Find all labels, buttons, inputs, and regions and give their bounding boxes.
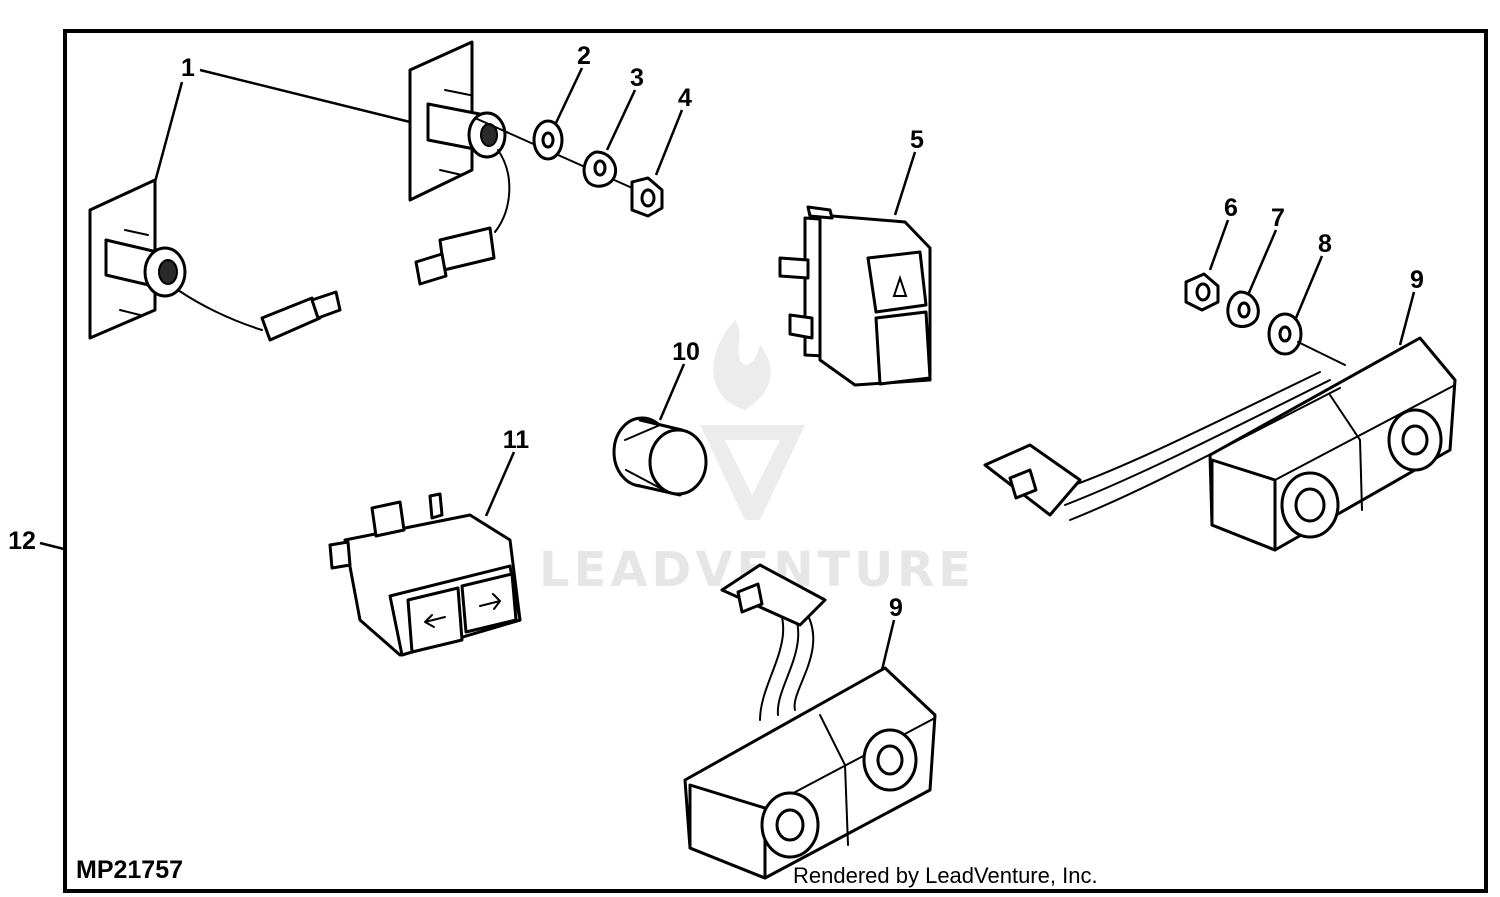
part-1-solenoid-top (408, 40, 511, 286)
callout-1: 1 (181, 54, 195, 82)
callout-9-bottom: 9 (889, 594, 903, 622)
part-9-lamp-right (983, 336, 1457, 552)
callout-5: 5 (910, 126, 924, 154)
callout-10: 10 (672, 338, 700, 366)
part-7-lock-washer (1226, 290, 1260, 328)
part-1-solenoid-left (88, 178, 342, 342)
callout-12: 12 (8, 527, 36, 555)
part-3-lock-washer (582, 150, 618, 188)
part-4-nut (630, 176, 664, 218)
part-10-plug (612, 416, 708, 497)
part-8-flat-washer (1267, 312, 1303, 356)
part-11-turn-signal-switch (328, 492, 522, 657)
part-2-flat-washer (532, 119, 564, 161)
callout-2: 2 (577, 42, 591, 70)
leader-lines (39, 67, 1416, 671)
part-5-hazard-switch (778, 205, 932, 387)
callout-11: 11 (503, 426, 530, 454)
figure-id: MP21757 (76, 856, 183, 884)
callout-labels: 1 2 3 4 5 6 7 8 9 9 10 11 12 (8, 42, 1424, 622)
callout-7: 7 (1271, 204, 1285, 232)
part-9-lamp-bottom (683, 563, 937, 880)
credit-text: Rendered by LeadVenture, Inc. (793, 863, 1098, 888)
callout-8: 8 (1318, 230, 1332, 258)
callout-6: 6 (1224, 194, 1238, 222)
callout-9-right: 9 (1410, 266, 1424, 294)
callout-3: 3 (630, 64, 644, 92)
callout-4: 4 (678, 84, 692, 112)
diagram-border (63, 29, 1488, 893)
part-6-nut (1184, 272, 1220, 312)
